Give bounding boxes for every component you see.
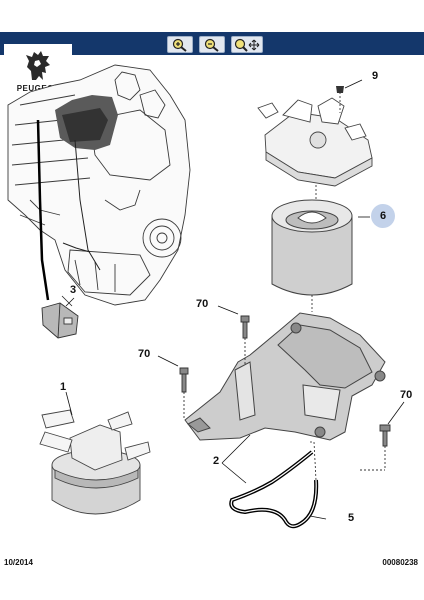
filter-cartridge-6: [271, 199, 353, 296]
footer-date: 10/2014: [4, 558, 33, 567]
callout-9[interactable]: 9: [372, 70, 379, 82]
pan-zoom-button[interactable]: [231, 36, 263, 53]
engine-block-illustration: [7, 64, 191, 306]
zoom-out-icon: [204, 38, 219, 52]
footer-reference: 00080238: [382, 558, 418, 567]
zoom-in-icon: [172, 38, 187, 52]
mounting-bracket: [184, 312, 386, 441]
parts-diagram: [7, 64, 405, 529]
pan-zoom-icon: [234, 38, 260, 52]
zoom-in-button[interactable]: [167, 36, 193, 53]
callout-70-top[interactable]: 70: [196, 298, 209, 310]
brand-name: PEUGEOT: [16, 84, 60, 93]
callout-2[interactable]: 2: [213, 455, 220, 467]
callout-6-label: 6: [379, 210, 387, 222]
callout-1[interactable]: 1: [60, 381, 67, 393]
zoom-out-button[interactable]: [199, 36, 225, 53]
callout-70-right[interactable]: 70: [400, 389, 413, 401]
callout-6[interactable]: 6: [371, 204, 395, 228]
bolts-70: [179, 315, 391, 471]
ecu-module: [55, 95, 118, 150]
filter-assembly-1: [39, 409, 151, 515]
hose-5: [229, 450, 319, 529]
filter-housing-top-9: [257, 97, 373, 187]
sensor-part-3: [41, 302, 79, 339]
leader-lines: [65, 79, 405, 520]
lion-emblem-icon: [26, 51, 50, 80]
fuel-line: [36, 119, 50, 301]
callout-3[interactable]: 3: [70, 284, 77, 296]
callout-5[interactable]: 5: [348, 512, 355, 524]
callout-70-left[interactable]: 70: [138, 348, 151, 360]
